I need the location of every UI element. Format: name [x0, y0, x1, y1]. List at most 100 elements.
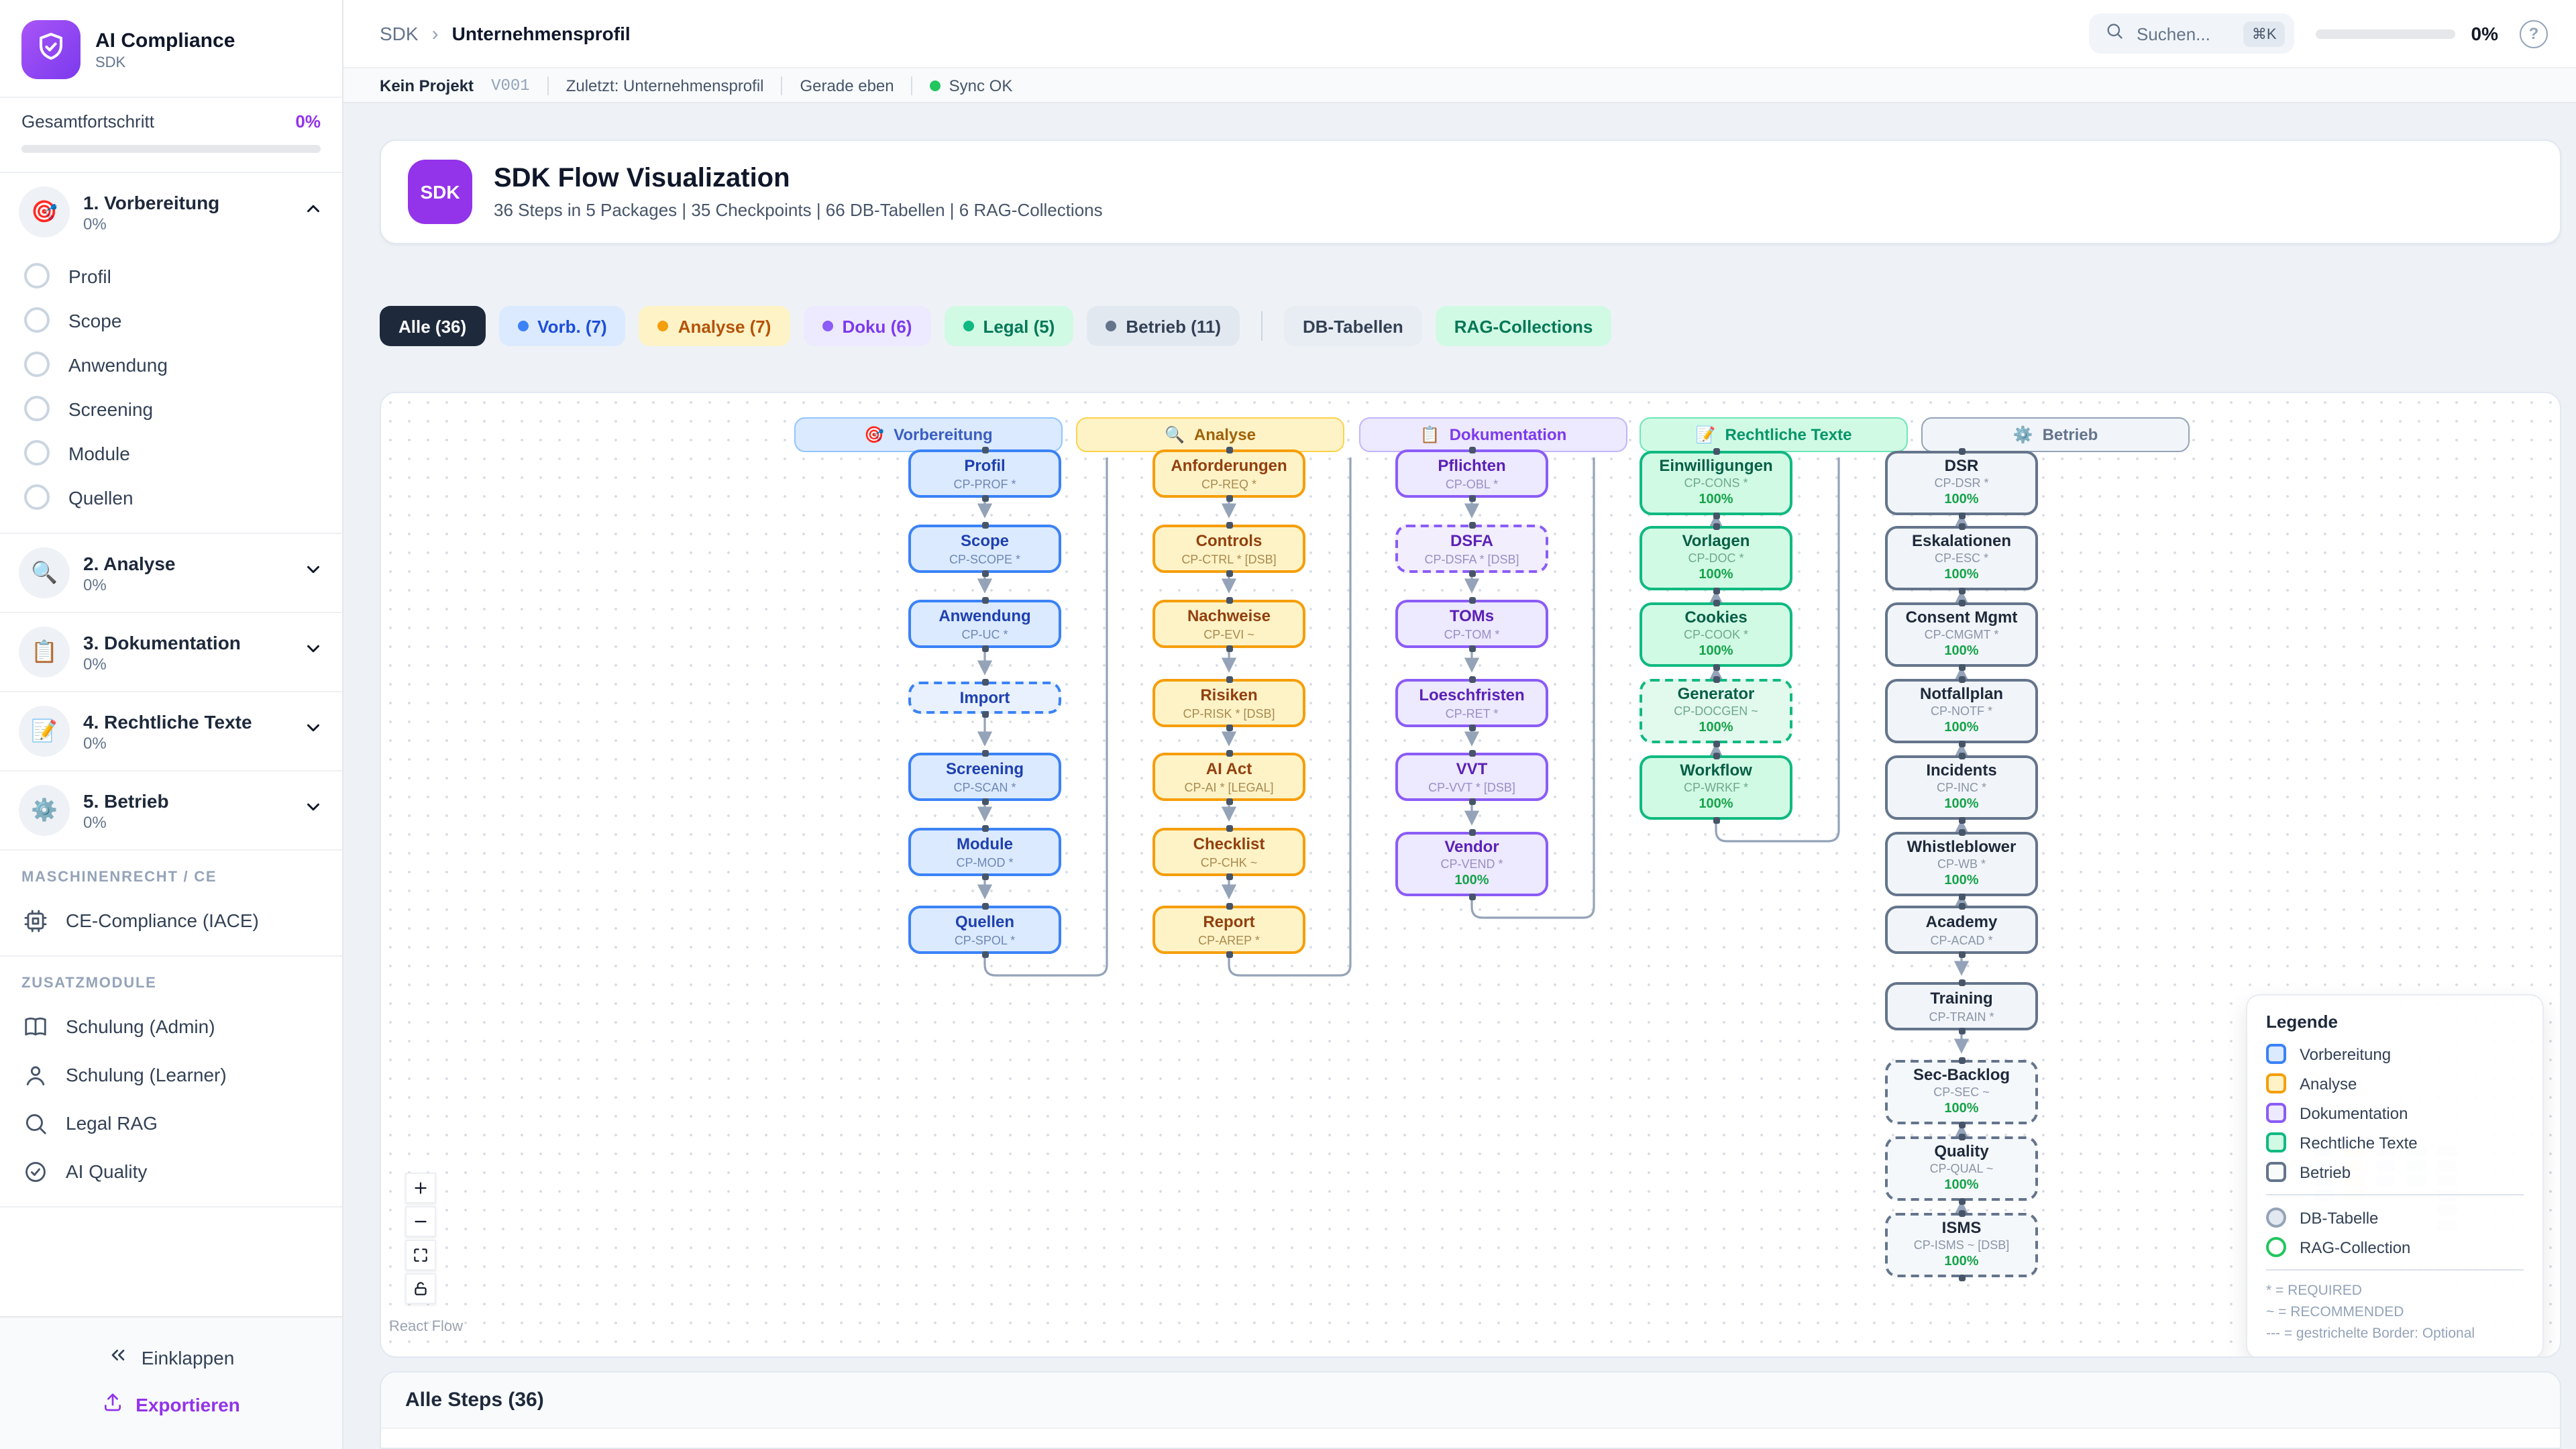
- react-flow-attribution[interactable]: React Flow: [389, 1319, 464, 1335]
- sidebar-item-ce-compliance[interactable]: CE-Compliance (IACE): [0, 896, 342, 945]
- flow-group-vorbereitung[interactable]: 🎯Vorbereitung: [794, 417, 1063, 452]
- all-steps-header[interactable]: Alle Steps (36): [381, 1373, 2560, 1429]
- node-handle: [1468, 828, 1475, 835]
- search-icon: [2106, 21, 2125, 46]
- all-steps-card: Alle Steps (36): [380, 1371, 2561, 1449]
- fit-view-button[interactable]: [405, 1240, 436, 1271]
- divider: [911, 76, 913, 95]
- section-header-vorbereitung[interactable]: 🎯 1. Vorbereitung 0%: [0, 173, 342, 251]
- step-label: Screening: [68, 398, 154, 419]
- node-handle: [981, 678, 988, 685]
- node-handle: [1468, 596, 1475, 603]
- node-handle: [1713, 512, 1719, 519]
- filter-chip-alle-36[interactable]: Alle (36): [380, 306, 486, 346]
- node-progress-label: 100%: [1944, 873, 1979, 889]
- last-visited: Zuletzt: Unternehmensprofil: [566, 76, 764, 95]
- breadcrumb-sdk[interactable]: SDK: [380, 23, 419, 45]
- flow-group-rechtliche-texte[interactable]: 📝Rechtliche Texte: [1640, 417, 1908, 452]
- filter-chip-legal-5[interactable]: Legal (5): [944, 306, 1074, 346]
- legend-note: * = REQUIRED: [2266, 1283, 2362, 1299]
- group-emoji-icon: 🎯: [864, 425, 885, 444]
- node-handle: [1958, 816, 1965, 823]
- zoom-out-button[interactable]: [405, 1206, 436, 1237]
- sidebar-module-item[interactable]: AI Quality: [0, 1147, 342, 1195]
- export-button[interactable]: Exportieren: [0, 1381, 342, 1428]
- filter-chip-rag-collections[interactable]: RAG-Collections: [1435, 306, 1612, 346]
- flow-canvas[interactable]: React Flow Legende Vorbereitung: [380, 392, 2561, 1358]
- node-handle: [1713, 587, 1719, 594]
- sidebar-step-item[interactable]: Profil: [0, 254, 342, 298]
- sidebar-module-item[interactable]: Schulung (Learner): [0, 1051, 342, 1099]
- divider: [2266, 1269, 2524, 1271]
- search-input[interactable]: Suchen... ⌘K: [2089, 13, 2294, 54]
- flow-group-dokumentation[interactable]: 📋Dokumentation: [1359, 417, 1627, 452]
- flow-group-analyse[interactable]: 🔍Analyse: [1076, 417, 1344, 452]
- flow-node-import[interactable]: Import: [908, 682, 1061, 714]
- filter-chip-db-tabellen[interactable]: DB-Tabellen: [1284, 306, 1422, 346]
- sidebar-module-item[interactable]: Legal RAG: [0, 1099, 342, 1147]
- sidebar-step-item[interactable]: Screening: [0, 386, 342, 431]
- help-icon[interactable]: ?: [2520, 19, 2548, 48]
- filter-chip-vorb-7[interactable]: Vorb. (7): [498, 306, 626, 346]
- lock-button[interactable]: [405, 1273, 436, 1304]
- header-progress: 0%: [2315, 23, 2498, 44]
- version-badge: V001: [491, 76, 530, 95]
- filter-chip-betrieb-11[interactable]: Betrieb (11): [1087, 306, 1240, 346]
- sidebar-section-header[interactable]: ⚙️ 5. Betrieb 0%: [0, 771, 342, 849]
- sidebar-module-item[interactable]: Schulung (Admin): [0, 1002, 342, 1051]
- sidebar-step-item[interactable]: Anwendung: [0, 342, 342, 386]
- sidebar-section-header[interactable]: 📋 3. Dokumentation 0%: [0, 613, 342, 691]
- node-handle: [981, 596, 988, 603]
- node-handle: [981, 824, 988, 831]
- node-handle: [1713, 663, 1719, 670]
- sidebar-section-header[interactable]: 🔍 2. Analyse 0%: [0, 534, 342, 612]
- node-handle: [981, 873, 988, 879]
- sidebar-step-item[interactable]: Scope: [0, 298, 342, 342]
- filter-chip-doku-6[interactable]: Doku (6): [803, 306, 931, 346]
- chevron-down-icon: [303, 718, 323, 745]
- zoom-in-button[interactable]: [405, 1173, 436, 1203]
- sidebar-step-item[interactable]: Module: [0, 431, 342, 475]
- flow-group-betrieb[interactable]: ⚙️Betrieb: [1921, 417, 2190, 452]
- filter-chip-analyse-7[interactable]: Analyse (7): [639, 306, 790, 346]
- node-handle: [1226, 873, 1232, 879]
- sidebar-section-header[interactable]: 📝 4. Rechtliche Texte 0%: [0, 692, 342, 770]
- sidebar-step-item[interactable]: Quellen: [0, 475, 342, 519]
- collapse-sidebar-button[interactable]: Einklappen: [0, 1334, 342, 1381]
